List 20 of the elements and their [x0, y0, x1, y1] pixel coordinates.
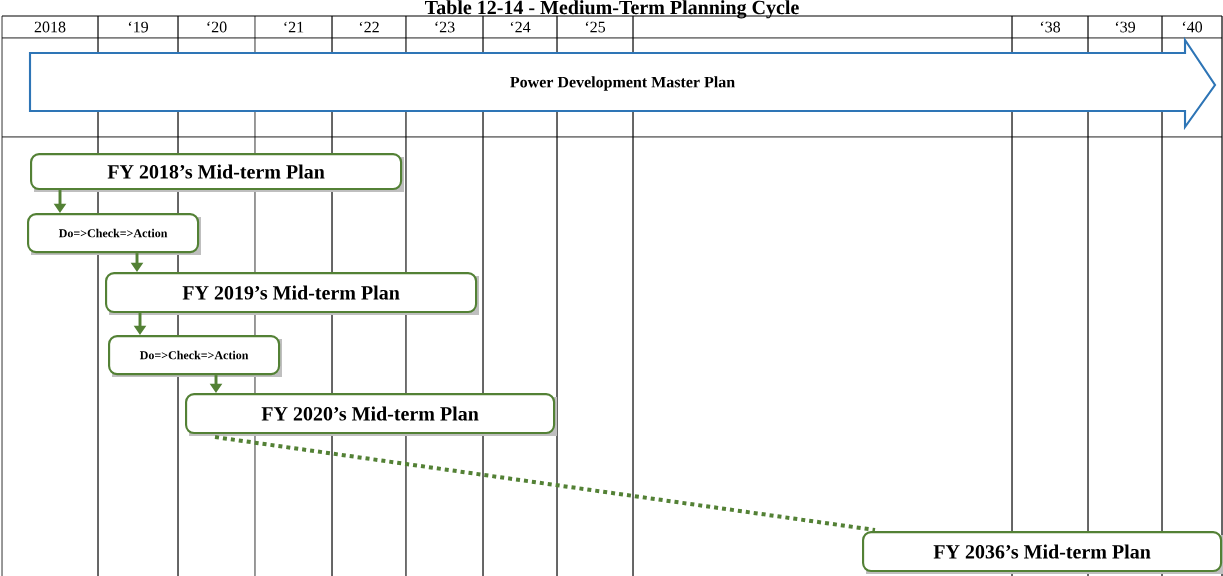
node-label: Power Development Master Plan	[510, 76, 735, 91]
title: Table 12-14 - Medium-Term Planning Cycle	[425, 0, 799, 19]
plan-box: FY 2018’s Mid-term Plan	[30, 153, 404, 192]
year-label: ‘38	[1038, 20, 1062, 34]
step-box: Do=>Check=>Action	[27, 213, 201, 255]
year-label: ‘21	[281, 20, 306, 34]
year-label: ‘19	[126, 20, 150, 34]
arrow-banner: Power Development Master Plan	[28, 36, 1217, 131]
step-box: Do=>Check=>Action	[108, 335, 282, 377]
year-label: ‘39	[1113, 20, 1137, 34]
year-label: ‘40	[1180, 20, 1204, 34]
year-label: ‘22	[357, 20, 381, 34]
dotted-line	[214, 435, 876, 532]
year-label: ‘23	[432, 20, 457, 34]
plan-box: FY 2019’s Mid-term Plan	[105, 272, 479, 315]
year-label: ‘25	[583, 20, 607, 34]
plan-box: FY 2020’s Mid-term Plan	[185, 393, 557, 436]
year-label: ‘24	[508, 20, 532, 34]
plan-box: FY 2036’s Mid-term Plan	[862, 531, 1223, 574]
year-label: ‘20	[204, 20, 229, 34]
